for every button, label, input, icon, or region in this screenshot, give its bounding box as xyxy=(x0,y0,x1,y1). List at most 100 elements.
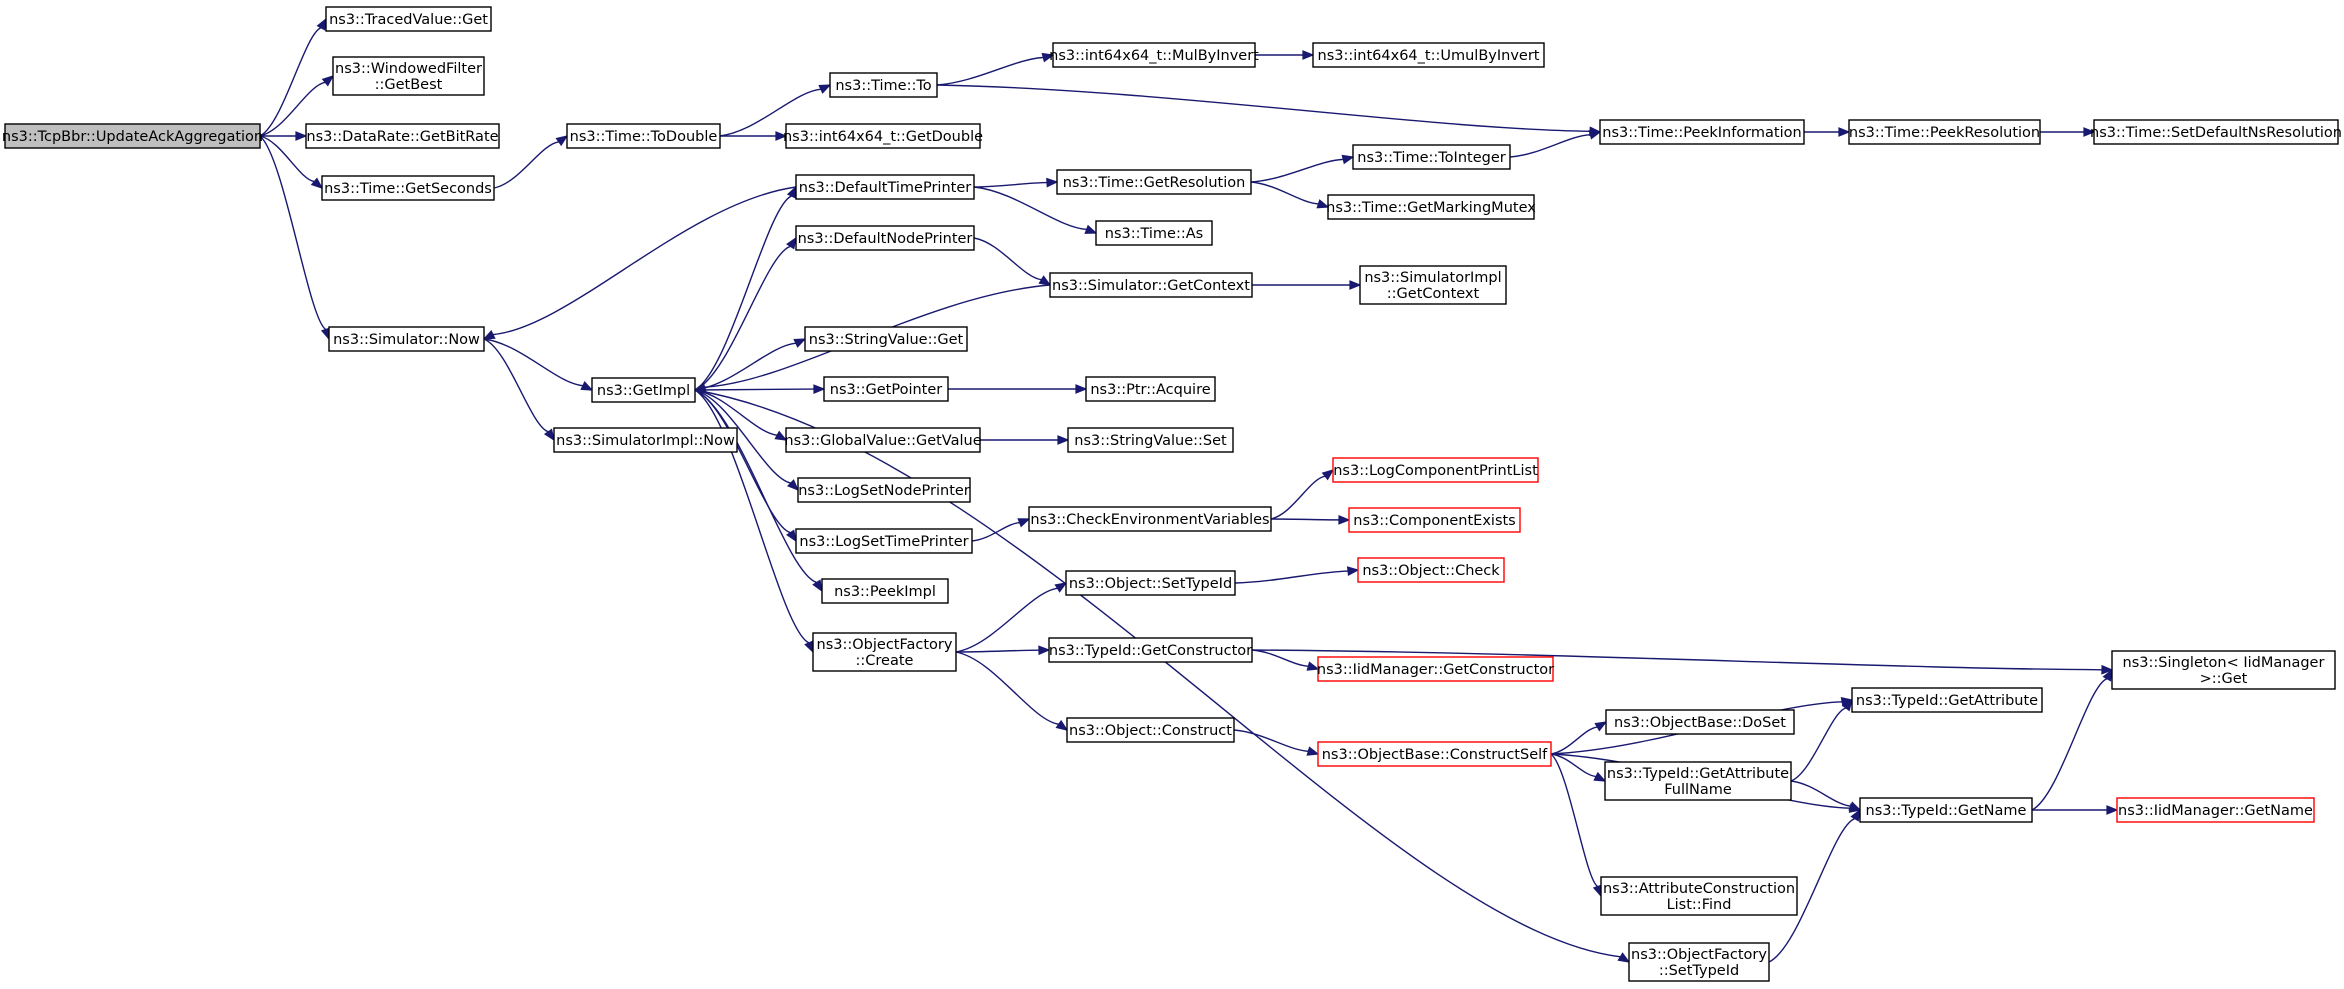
node-box xyxy=(829,72,938,98)
node-object-check[interactable]: ns3::Object::Check xyxy=(1357,557,1505,583)
edge-line xyxy=(259,81,326,137)
function-nodes: ns3::TcpBbr::UpdateAckAggregation ns3::Tr… xyxy=(2,6,2342,982)
node-label: ns3::ObjectBase::DoSet xyxy=(1614,715,1786,731)
node-typeid-getname[interactable]: ns3::TypeId::GetName xyxy=(1859,797,2033,823)
node-datarate-getbitrate[interactable]: ns3::DataRate::GetBitRate xyxy=(305,123,500,149)
node-box xyxy=(1348,507,1521,533)
call-edge-time-todouble-to-int64x64-getdouble xyxy=(720,131,788,141)
arrowhead-icon xyxy=(295,131,308,141)
root-node-updateackaggregation[interactable]: ns3::TcpBbr::UpdateAckAggregation xyxy=(2,123,263,149)
edge-line xyxy=(694,389,810,644)
node-time-to[interactable]: ns3::Time::To xyxy=(829,72,938,98)
arrowhead-icon xyxy=(1038,275,1052,286)
node-stringvalue-get[interactable]: ns3::StringValue::Get xyxy=(804,326,968,352)
arrowhead-icon xyxy=(1341,154,1355,165)
node-stringvalue-set[interactable]: ns3::StringValue::Set xyxy=(1067,427,1234,453)
edge-line xyxy=(492,186,797,336)
arrowhead-icon xyxy=(786,236,797,250)
node-int64x64-mulbyinvert[interactable]: ns3::int64x64_t::MulByInvert xyxy=(1049,42,1259,68)
node-time-as[interactable]: ns3::Time::As xyxy=(1095,220,1213,246)
node-time-tointeger[interactable]: ns3::Time::ToInteger xyxy=(1352,144,1511,170)
arrowhead-icon xyxy=(1057,435,1070,445)
arrowhead-icon xyxy=(1841,698,1853,712)
node-time-peekresolution[interactable]: ns3::Time::PeekResolution xyxy=(1848,119,2041,145)
node-ptr-acquire[interactable]: ns3::Ptr::Acquire xyxy=(1085,376,1216,402)
edge-line xyxy=(493,141,560,189)
node-label: ns3::TypeId::GetName xyxy=(1866,803,2027,819)
node-simulatorimpl-getcontext[interactable]: ns3::SimulatorImpl::GetContext xyxy=(1359,265,1507,305)
node-time-todouble[interactable]: ns3::Time::ToDouble xyxy=(566,123,721,149)
node-object-settypeid[interactable]: ns3::Object::SetTypeId xyxy=(1065,570,1236,596)
node-object-construct[interactable]: ns3::Object::Construct xyxy=(1066,717,1235,743)
node-label: ns3::LogSetNodePrinter xyxy=(798,483,970,499)
node-time-getresolution[interactable]: ns3::Time::GetResolution xyxy=(1056,169,1252,195)
node-box xyxy=(321,175,495,201)
node-label: ns3::int64x64_t::MulByInvert xyxy=(1049,48,1259,64)
node-windowedfilter-getbest[interactable]: ns3::WindowedFilter::GetBest xyxy=(332,56,485,96)
node-box xyxy=(566,123,721,149)
node-getpointer[interactable]: ns3::GetPointer xyxy=(823,376,949,402)
node-label: ns3::Time::GetSeconds xyxy=(324,181,492,197)
node-label: ns3::Ptr::Acquire xyxy=(1090,382,1210,398)
node-objectbase-doset[interactable]: ns3::ObjectBase::DoSet xyxy=(1605,709,1795,735)
node-time-getseconds[interactable]: ns3::Time::GetSeconds xyxy=(321,175,495,201)
node-defaultnodeprinter[interactable]: ns3::DefaultNodePrinter xyxy=(795,225,975,251)
call-edge-globalvalue-getvalue-to-stringvalue-set xyxy=(980,435,1070,445)
call-edge-getimpl-to-stringvalue-get xyxy=(694,338,807,391)
call-edge-time-peekinformation-to-time-peekresolution xyxy=(1804,127,1851,137)
call-edge-updateackaggregation-to-tracedvalue-get xyxy=(259,17,327,137)
node-checkenvironmentvariables[interactable]: ns3::CheckEnvironmentVariables xyxy=(1028,506,1272,532)
node-simulator-now[interactable]: ns3::Simulator::Now xyxy=(328,326,485,352)
node-box xyxy=(1848,119,2041,145)
node-int64x64-umulbyinvert[interactable]: ns3::int64x64_t::UmulByInvert xyxy=(1312,42,1545,68)
node-time-getmarkingmutex[interactable]: ns3::Time::GetMarkingMutex xyxy=(1326,194,1536,220)
node-iidmanager-getname[interactable]: ns3::IidManager::GetName xyxy=(2116,797,2315,823)
edge-line xyxy=(973,237,1042,281)
edge-line xyxy=(936,84,1591,132)
node-getimpl[interactable]: ns3::GetImpl xyxy=(591,377,696,403)
node-box xyxy=(1357,557,1505,583)
node-box xyxy=(1859,797,2033,823)
call-edge-objectfactory-settypeid-to-typeid-getname xyxy=(1768,808,1861,963)
arrowhead-icon xyxy=(1838,127,1851,137)
arrowhead-icon xyxy=(2101,664,2114,675)
node-typeid-getconstructor[interactable]: ns3::TypeId::GetConstructor xyxy=(1048,637,1253,663)
call-edge-objectbase-constructself-to-attributeconstructionlist-find xyxy=(1550,753,1603,898)
node-objectfactory-create[interactable]: ns3::ObjectFactory::Create xyxy=(812,632,957,672)
node-tracedvalue-get[interactable]: ns3::TracedValue::Get xyxy=(325,6,492,32)
node-box xyxy=(1352,144,1511,170)
node-globalvalue-getvalue[interactable]: ns3::GlobalValue::GetValue xyxy=(784,427,982,453)
node-box xyxy=(305,123,500,149)
node-label: ::Create xyxy=(856,653,914,669)
call-edge-time-getresolution-to-time-tointeger xyxy=(1250,154,1355,183)
node-simulator-getcontext[interactable]: ns3::Simulator::GetContext xyxy=(1049,272,1253,298)
node-typeid-getattribute[interactable]: ns3::TypeId::GetAttribute xyxy=(1851,687,2043,713)
arrowhead-icon xyxy=(2102,668,2113,682)
node-logsettimeprinter[interactable]: ns3::LogSetTimePrinter xyxy=(795,528,973,554)
node-int64x64-getdouble[interactable]: ns3::int64x64_t::GetDouble xyxy=(783,123,983,149)
node-objectbase-constructself[interactable]: ns3::ObjectBase::ConstructSelf xyxy=(1317,741,1552,767)
node-singleton-iidmanager-get[interactable]: ns3::Singleton< IidManager>::Get xyxy=(2111,650,2336,690)
node-time-setdefaultnsresolution[interactable]: ns3::Time::SetDefaultNsResolution xyxy=(2090,119,2342,145)
node-peekimpl[interactable]: ns3::PeekImpl xyxy=(821,578,949,604)
node-time-peekinformation[interactable]: ns3::Time::PeekInformation xyxy=(1599,119,1805,145)
node-componentexists[interactable]: ns3::ComponentExists xyxy=(1348,507,1521,533)
node-box xyxy=(1085,376,1216,402)
call-edge-objectbase-constructself-to-objectbase-doset xyxy=(1550,721,1608,755)
node-defaulttimeprinter[interactable]: ns3::DefaultTimePrinter xyxy=(795,174,975,200)
edge-line xyxy=(483,338,549,433)
arrowhead-icon xyxy=(1038,645,1051,656)
edge-line xyxy=(1251,649,1309,667)
node-label: ns3::Object::Construct xyxy=(1069,723,1232,739)
node-iidmanager-getconstructor[interactable]: ns3::IidManager::GetConstructor xyxy=(1317,656,1554,682)
node-box xyxy=(1599,119,1805,145)
edge-line xyxy=(694,245,791,391)
node-logcomponentprintlist[interactable]: ns3::LogComponentPrintList xyxy=(1332,457,1539,483)
node-logsetnodeprinter[interactable]: ns3::LogSetNodePrinter xyxy=(797,477,971,503)
edge-line xyxy=(259,27,322,137)
edge-line xyxy=(1251,649,2103,671)
node-simulatorimpl-now[interactable]: ns3::SimulatorImpl::Now xyxy=(553,427,738,453)
node-objectfactory-settypeid[interactable]: ns3::ObjectFactory::SetTypeId xyxy=(1628,942,1770,982)
